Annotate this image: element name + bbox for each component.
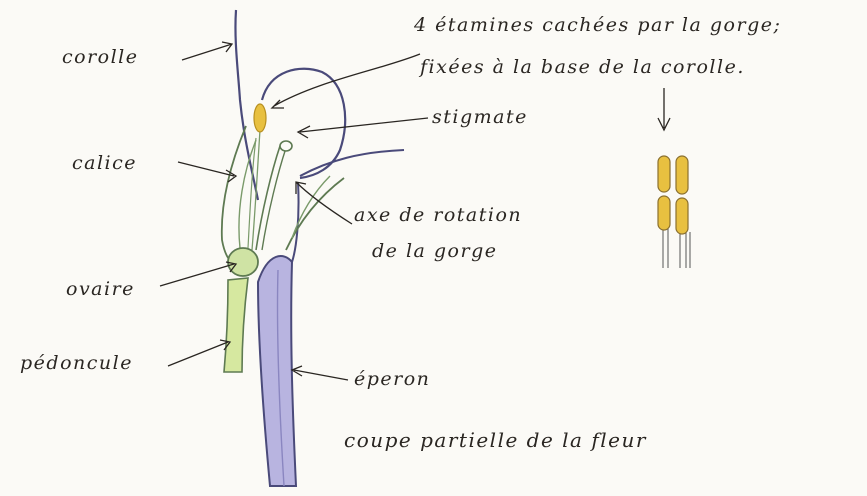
- leader-pedoncule: [167, 339, 232, 367]
- detail-anther: [675, 197, 689, 235]
- leader-etamines: [270, 53, 421, 109]
- caption: coupe partielle de la fleur: [344, 428, 647, 452]
- label-etamines-line1: 4 étamines cachées par la gorge;: [414, 14, 782, 36]
- detail-anther: [657, 195, 671, 231]
- leader-stigmate: [296, 117, 429, 139]
- label-ovaire: ovaire: [66, 278, 135, 300]
- stigma: [279, 140, 293, 152]
- label-eperon: éperon: [354, 368, 431, 390]
- calyx-right: [285, 177, 345, 251]
- calyx-right-2: [291, 175, 331, 239]
- corolla-lower: [291, 181, 300, 263]
- stamens-detail: [657, 155, 691, 268]
- filament-2: [247, 137, 257, 249]
- leader-axe: [295, 181, 353, 225]
- corolla-throat-loop: [260, 67, 347, 180]
- pedicel: [223, 277, 249, 373]
- calyx-left-2: [238, 139, 257, 249]
- detail-anther: [657, 155, 671, 193]
- label-stigmate: stigmate: [432, 106, 528, 128]
- label-axe-line2: de la gorge: [372, 240, 498, 262]
- label-pedoncule: pédoncule: [20, 352, 133, 374]
- anther: [253, 103, 267, 133]
- leader-ovaire: [159, 261, 238, 287]
- calyx-left: [220, 125, 247, 266]
- label-calice: calice: [72, 152, 138, 174]
- corolla-back: [234, 9, 260, 201]
- leader-eperon: [290, 365, 349, 381]
- leader-calice: [177, 161, 238, 183]
- style: [255, 145, 281, 251]
- corolla-lip: [299, 149, 405, 177]
- label-corolle: corolle: [62, 46, 139, 68]
- leader-lines: [159, 41, 671, 381]
- detail-anther: [675, 155, 689, 195]
- filament: [251, 129, 261, 251]
- label-axe-line1: axe de rotation: [354, 204, 523, 226]
- leader-detail: [657, 88, 671, 132]
- leader-corolle: [181, 41, 234, 61]
- ovary: [227, 247, 259, 277]
- spur-inner-line: [276, 269, 285, 487]
- spur: [256, 255, 298, 487]
- style-2: [261, 147, 287, 251]
- label-etamines-line2: fixées à la base de la corolle.: [420, 56, 745, 78]
